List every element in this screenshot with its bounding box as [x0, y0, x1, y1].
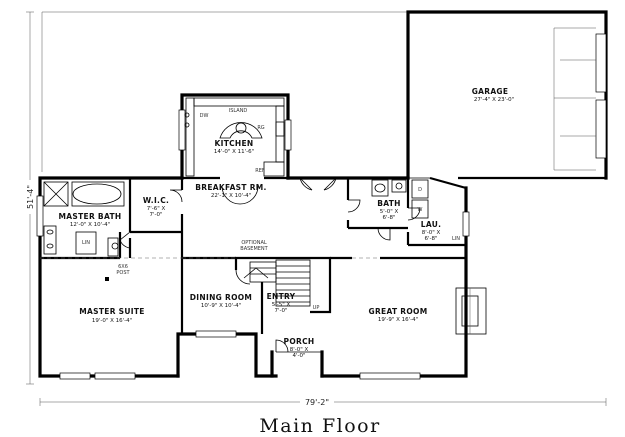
rg-label: RG: [257, 125, 264, 131]
dimension-lines: [26, 11, 607, 406]
dw-label: DW: [200, 113, 209, 119]
garage-name: GARAGE: [472, 87, 509, 96]
garage-dims: 27'-4" X 23'-0": [474, 97, 514, 103]
dining-name: DINING ROOM: [190, 293, 252, 302]
island-label: ISLAND: [229, 108, 248, 114]
basement-label: BASEMENT: [240, 246, 268, 252]
overall-depth-label: 51'-4": [26, 185, 35, 209]
lin-master-label: LIN: [82, 240, 90, 246]
optional-label: OPTIONAL: [241, 240, 267, 246]
lau-name: LAU.: [421, 220, 442, 229]
post-size-label: 6X6: [118, 264, 128, 270]
garage: [406, 10, 608, 180]
stairs: [243, 259, 311, 307]
entry-dims-2: 7'-0": [274, 308, 287, 314]
washer-label: W: [418, 207, 423, 213]
doors: [119, 177, 421, 353]
post-label: POST: [116, 270, 130, 276]
plan-title: Main Floor: [259, 415, 380, 437]
master-suite-name: MASTER SUITE: [79, 307, 144, 316]
interior-walls: [40, 176, 467, 334]
bath-dims-2: 6'-8": [382, 215, 395, 221]
fireplace: [455, 287, 487, 335]
bath-fixtures: [371, 179, 429, 219]
wic-name: W.I.C.: [143, 196, 169, 205]
lau-dims-2: 6'-8": [424, 236, 437, 242]
master-bath-name: MASTER BATH: [59, 212, 122, 221]
master-bath-dims: 12'-0" X 10'-4": [70, 222, 110, 228]
kitchen-name: KITCHEN: [215, 139, 254, 148]
porch-name: PORCH: [284, 337, 315, 346]
master-bath-fixtures: [43, 181, 125, 257]
breakfast-dims: 22'-1" X 10'-4": [211, 193, 251, 199]
wic-dims-2: 7'-0": [149, 212, 162, 218]
ref-label: REF: [255, 168, 265, 174]
great-room-dims: 19'-9" X 16'-4": [378, 317, 418, 323]
porch-dims-2: 4'-0": [292, 353, 305, 359]
great-room-name: GREAT ROOM: [369, 307, 428, 316]
entry-dims-1: 5'-5" X: [272, 302, 291, 308]
wic-dims-1: 7'-6" X: [147, 206, 166, 212]
lau-dims-1: 8'-0" X: [422, 230, 441, 236]
breakfast-name: BREAKFAST RM.: [195, 183, 266, 192]
bath-name: BATH: [377, 199, 401, 208]
up-label: UP: [313, 305, 320, 311]
dining-dims: 10'-9" X 10'-4": [201, 303, 241, 309]
overall-width-label: 79'-2": [305, 398, 329, 407]
exterior-walls: [36, 93, 470, 380]
lin-lau-label: LIN: [452, 236, 460, 242]
kitchen-dims: 14'-0" X 11'-6": [214, 149, 254, 155]
bath-dims-1: 5'-0" X: [380, 209, 399, 215]
post-marker: [105, 277, 109, 281]
dryer-label: D: [418, 187, 422, 193]
porch-dims-1: 8'-0" X: [290, 347, 309, 353]
master-suite-dims: 19'-0" X 16'-4": [92, 318, 132, 324]
kitchen-fixtures: [184, 97, 285, 205]
entry-name: ENTRY: [267, 292, 296, 301]
